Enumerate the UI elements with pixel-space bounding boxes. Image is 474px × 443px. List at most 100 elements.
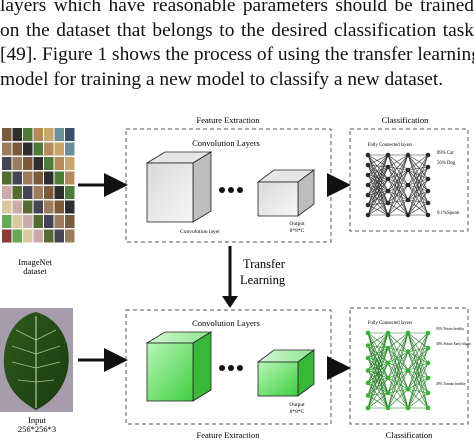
mosaic-tile <box>54 142 64 156</box>
network-node <box>425 390 431 396</box>
network-edge <box>387 154 409 168</box>
output-class-bottom: 93% Potato healthy <box>436 327 464 331</box>
network-edge <box>367 362 389 371</box>
network-node <box>365 172 371 178</box>
mosaic-tile <box>44 186 54 199</box>
network-node <box>425 152 431 158</box>
network-edge <box>387 332 409 349</box>
network-edge <box>407 166 429 186</box>
network-edge <box>407 154 429 186</box>
network-edge <box>387 351 409 409</box>
mosaic-tile <box>2 157 12 170</box>
network-edge <box>387 347 409 390</box>
network-edge <box>367 166 389 206</box>
paragraph-line: layers which have reasonable parameters … <box>0 0 474 16</box>
network-node <box>385 164 391 170</box>
network-edge <box>407 332 429 371</box>
network-edge <box>367 178 389 186</box>
output-label-top: Output <box>289 221 305 227</box>
mosaic-tile <box>2 229 12 243</box>
network-node <box>385 152 391 158</box>
network-edge <box>367 370 389 379</box>
network-edge <box>407 332 429 409</box>
network-edge <box>407 351 429 409</box>
mosaic-tile <box>44 215 54 228</box>
paragraph-line: model for training a new model to classi… <box>0 68 444 90</box>
mosaic-tile <box>2 171 12 185</box>
ellipsis-dots-top <box>219 187 243 193</box>
network-edge <box>367 345 389 349</box>
network-edge <box>387 332 409 371</box>
network-edge <box>387 370 409 379</box>
network-node <box>385 375 391 381</box>
network-edge <box>407 169 429 192</box>
mosaic-tile <box>12 171 22 185</box>
network-edge <box>407 154 429 216</box>
output-dims-bottom: 8*8*C <box>290 409 305 415</box>
network-edge <box>387 190 409 201</box>
network-edge <box>367 377 389 409</box>
mosaic-tile <box>23 186 33 199</box>
network-edge <box>387 351 409 394</box>
mosaic-tile <box>2 142 12 156</box>
network-edge <box>387 178 409 186</box>
network-edge <box>407 392 429 409</box>
convolution-layers-title-bottom: Convolution Layers <box>192 318 260 328</box>
network-edge <box>367 166 389 196</box>
network-node <box>365 202 371 208</box>
network-edge <box>367 332 389 359</box>
network-edge <box>367 190 389 216</box>
network-edge <box>407 184 429 216</box>
network-edge <box>407 362 429 390</box>
network-edge <box>407 178 429 186</box>
network-edge <box>407 169 429 216</box>
network-edge <box>407 347 429 371</box>
network-edge <box>367 332 389 346</box>
network-edge <box>387 154 409 186</box>
network-edge <box>387 377 409 390</box>
mosaic-tile <box>44 200 54 214</box>
network-edge <box>387 370 409 394</box>
mosaic-tile <box>44 142 54 156</box>
network-node <box>385 212 391 218</box>
convolution-layers-title-top: Convolution Layers <box>192 138 260 148</box>
network-edge <box>367 392 389 409</box>
network-edge <box>367 347 389 396</box>
mosaic-tile <box>65 171 75 185</box>
network-node <box>385 330 391 336</box>
output-dims-top: 8*8*C <box>290 228 305 234</box>
mosaic-tile <box>12 229 22 243</box>
network-edge <box>367 377 389 384</box>
mosaic-tile <box>54 186 64 199</box>
network-edge <box>387 166 409 201</box>
leaf-input-image <box>0 308 73 412</box>
fully-connected-label-bottom: Fully Connected layers <box>368 321 413 326</box>
network-node <box>425 405 431 411</box>
mosaic-tile <box>33 186 43 199</box>
network-edge <box>387 154 409 171</box>
output-class-top: 89% Cat <box>437 151 454 156</box>
network-edge <box>367 357 389 379</box>
mosaic-tile <box>12 142 22 156</box>
network-edge <box>367 166 389 186</box>
mosaic-tile <box>2 128 12 141</box>
neural-network-top <box>365 152 431 218</box>
classification-box-bottom <box>349 307 469 425</box>
network-edge <box>387 362 409 371</box>
network-edge <box>387 351 409 379</box>
network-edge <box>367 377 389 396</box>
ellipsis-dots-bottom <box>219 365 243 371</box>
network-edge <box>367 166 389 216</box>
network-node <box>405 152 411 158</box>
network-edge <box>407 388 429 394</box>
mosaic-tile <box>44 171 54 185</box>
network-edge <box>387 362 409 390</box>
network-edge <box>407 377 429 390</box>
network-edge <box>387 184 409 192</box>
output-class-top: 56% Dog <box>437 161 456 166</box>
network-edge <box>407 190 429 216</box>
network-edge <box>407 362 429 371</box>
network-node <box>425 330 431 336</box>
network-node <box>405 368 411 373</box>
